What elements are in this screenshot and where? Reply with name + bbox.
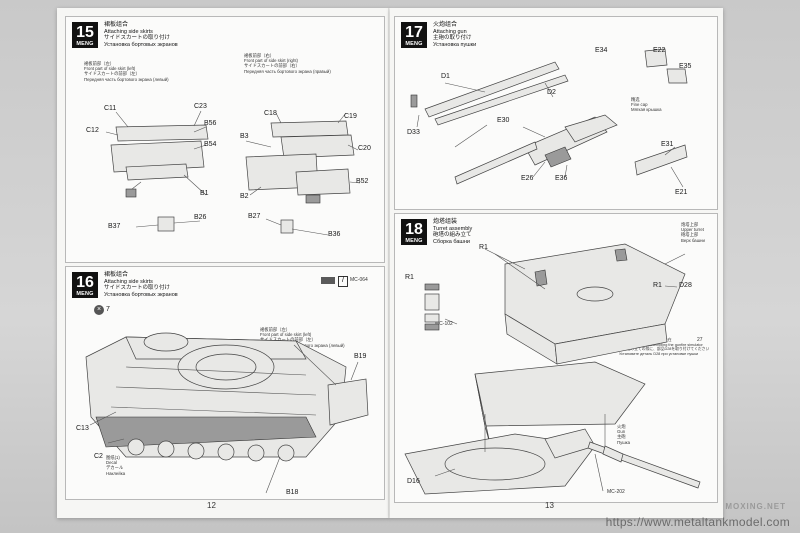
page-number-left: 12 <box>207 501 216 510</box>
step-15-note-right: 裙板前部（右）Front part of side skirt (right)サ… <box>244 53 331 74</box>
step-15-panel: 15 MENG 裙板组合 Attaching side skirts サイドスカ… <box>65 16 385 263</box>
step-18-number: 18 MENG <box>401 219 427 245</box>
label-b3: B3 <box>240 133 249 140</box>
label-e34: E34 <box>595 47 608 54</box>
label-e31: E31 <box>661 141 674 148</box>
label-b2: B2 <box>240 193 249 200</box>
left-skirt-assembly <box>105 110 209 232</box>
label-c19: C19 <box>344 113 357 120</box>
right-skirt-assembly <box>245 112 361 236</box>
label-e21: E21 <box>675 189 688 196</box>
label-c20: C20 <box>358 145 371 152</box>
step-15-note-left: 裙板前部（左）Front part of side skirt (left)サイ… <box>84 61 169 82</box>
step-17-title: 火炮组合 Attaching gun 主砲の取り付け Установка пуш… <box>433 22 477 48</box>
label-c23: C23 <box>194 103 207 110</box>
label-d28: D28 <box>679 282 692 289</box>
label-e36: E36 <box>555 175 568 182</box>
right-page: 17 MENG 火炮组合 Attaching gun 主砲の取り付け Устан… <box>390 8 723 518</box>
label-d16: D16 <box>407 478 420 485</box>
step-15-title: 裙板组合 Attaching side skirts サイドスカートの取り付け … <box>104 22 178 48</box>
label-b56: B56 <box>204 120 217 127</box>
turret-drawing <box>404 243 701 495</box>
label-b52: B52 <box>356 178 369 185</box>
label-c12: C12 <box>86 127 99 134</box>
step-17-number: 17 MENG <box>401 22 427 48</box>
lower-turret <box>404 361 646 495</box>
step-16-panel: 16 MENG 裙板组合 Attaching side skirts サイドスカ… <box>65 266 385 500</box>
label-c18: C18 <box>264 110 277 117</box>
label-d1: D1 <box>441 73 450 80</box>
step-15-number: 15 MENG <box>72 22 98 48</box>
label-c11: C11 <box>104 105 117 112</box>
main-gun <box>544 428 701 489</box>
brush-icon: / <box>338 276 348 287</box>
paint-code-16: MC-064 <box>350 277 368 283</box>
gun-mantlet <box>454 114 618 185</box>
page-number-right: 13 <box>545 501 554 510</box>
step-17-panel: 17 MENG 火炮组合 Attaching gun 主砲の取り付け Устан… <box>394 16 718 210</box>
label-b18: B18 <box>286 489 299 496</box>
gun-barrel-drawing <box>410 48 688 188</box>
label-b27: B27 <box>248 213 261 220</box>
reference-icon: × <box>94 305 104 315</box>
label-r1-left: R1 <box>405 274 414 281</box>
step-ref-27: 27 <box>697 337 703 343</box>
label-b26: B26 <box>194 214 207 221</box>
label-b19: B19 <box>354 353 367 360</box>
watermark-url[interactable]: https://www.metaltankmodel.com <box>605 515 790 529</box>
paint-code-202: MC-202 <box>607 489 625 495</box>
step-16-title: 裙板组合 Attaching side skirts サイドスカートの取り付け … <box>104 272 178 298</box>
paint-swatch <box>321 277 335 284</box>
paint-code-102: MC-102 <box>435 321 453 327</box>
label-r1-right: R1 <box>653 282 662 289</box>
step-17-brand: MENG <box>405 41 423 47</box>
step-18-panel: 18 MENG 炮塔组装 Turret assembly 砲塔の組み立て Сбо… <box>394 213 718 503</box>
label-e30: E30 <box>497 117 510 124</box>
label-b54: B54 <box>204 141 217 148</box>
label-e26: E26 <box>521 175 534 182</box>
step-15-drawing <box>105 110 361 236</box>
left-page: 15 MENG 裙板组合 Attaching side skirts サイドスカ… <box>57 8 390 518</box>
reference-step: 7 <box>106 306 110 313</box>
step-18-title: 炮塔组装 Turret assembly 砲塔の組み立て Сборка башн… <box>433 219 473 245</box>
label-d2: D2 <box>547 89 556 96</box>
label-c13: C13 <box>76 425 89 432</box>
tank-hull-drawing <box>85 332 369 494</box>
upper-turret <box>504 243 686 365</box>
label-b37: B37 <box>108 223 121 230</box>
label-b1: B1 <box>200 190 209 197</box>
label-d33: D33 <box>407 129 420 136</box>
label-r1-top: R1 <box>479 244 488 251</box>
step-15-brand: MENG <box>76 41 94 47</box>
label-e22: E22 <box>653 47 666 54</box>
label-e35: E35 <box>679 63 692 70</box>
label-b36: B36 <box>328 231 341 238</box>
step-18-brand: MENG <box>405 238 423 244</box>
road-wheels <box>127 438 295 462</box>
step-16-number: 16 MENG <box>72 272 98 298</box>
step-16-brand: MENG <box>76 291 94 297</box>
watermark-brand: MOXING.NET <box>725 502 786 511</box>
label-c2: C2 <box>94 453 103 460</box>
